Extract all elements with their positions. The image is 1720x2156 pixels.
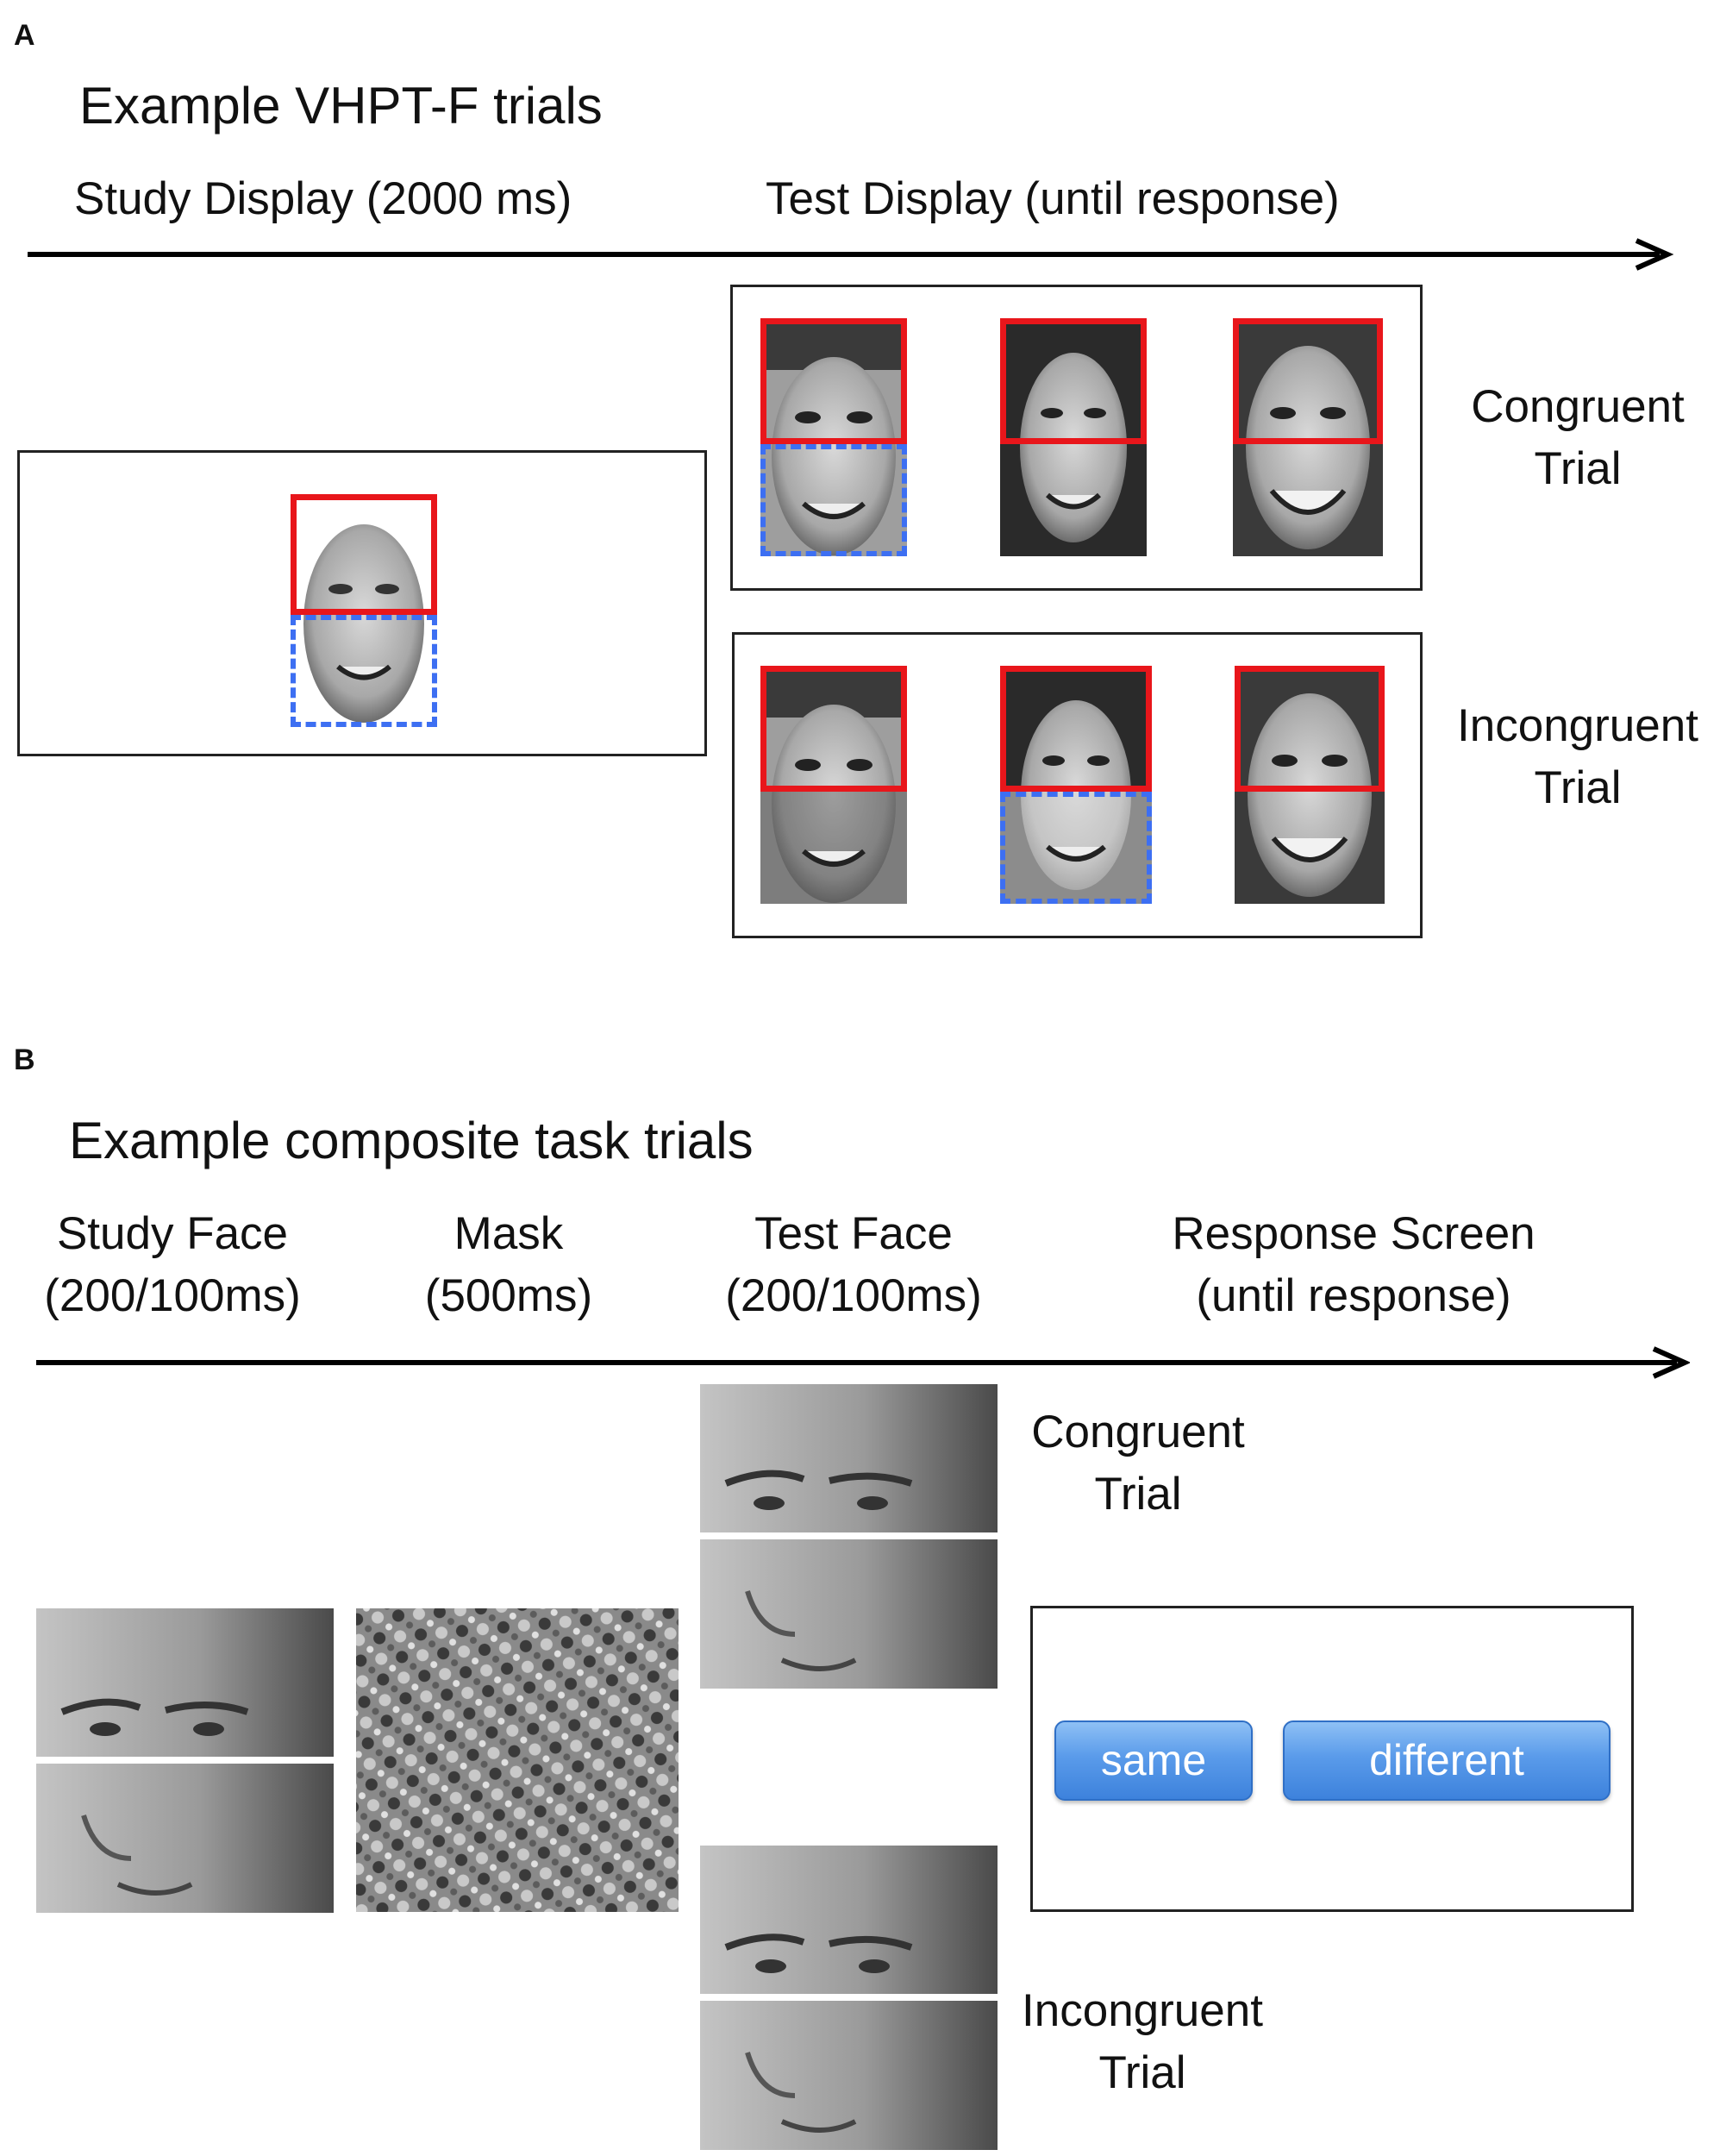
face-photo-icon (1000, 666, 1152, 904)
panel-a-title: Example VHPT-F trials (79, 77, 603, 135)
attended-top-half (760, 666, 907, 792)
face-photo-icon (760, 318, 907, 556)
stage-line2: (500ms) (424, 1270, 593, 1321)
trial-word: Trial (1534, 443, 1622, 494)
study-face-composite (36, 1608, 334, 1913)
incongruent-word: Incongruent (1457, 700, 1698, 751)
stage-line1: Study Face (56, 1208, 289, 1259)
test-face-incongruent (700, 1846, 998, 2150)
mask-noise-image (356, 1608, 679, 1912)
panel-b-title: Example composite task trials (69, 1112, 754, 1169)
study-display-label: Study Display (2000 ms) (74, 173, 572, 224)
stage-line2: (200/100ms) (725, 1270, 982, 1321)
stage-study-face: Study Face (200/100ms) (17, 1203, 328, 1327)
test-face-congruent (700, 1384, 998, 1689)
response-screen-box: same different (1030, 1606, 1634, 1912)
test-face-3 (1233, 318, 1383, 556)
trial-word: Trial (1098, 2047, 1186, 2098)
face-photo-icon (1235, 666, 1385, 904)
incongruent-trial-label-b: Incongruent Trial (1009, 1980, 1276, 2104)
congruent-trial-label-b: Congruent Trial (1009, 1401, 1267, 1526)
study-display-box (17, 450, 707, 756)
test-face-2 (1000, 318, 1147, 556)
congruent-word: Congruent (1471, 381, 1685, 432)
panel-a-letter: A (14, 19, 35, 52)
incongruent-trial-box (732, 632, 1423, 938)
test-face-1 (760, 318, 907, 556)
unattended-bottom-half (760, 444, 907, 556)
attended-top-half (1233, 318, 1383, 444)
different-button[interactable]: different (1283, 1720, 1611, 1801)
stage-test-face: Test Face (200/100ms) (698, 1203, 1009, 1327)
mask-noise-icon (356, 1608, 679, 1912)
stage-line1: Test Face (754, 1208, 953, 1259)
test-display-label: Test Display (until response) (766, 173, 1340, 224)
face-photo-icon (36, 1608, 334, 1913)
congruent-trial-box (730, 285, 1423, 591)
stage-response-screen: Response Screen (until response) (1121, 1203, 1586, 1327)
stage-line2: (until response) (1196, 1270, 1511, 1321)
incongruent-trial-label-a: Incongruent Trial (1431, 695, 1720, 819)
attended-top-half (760, 318, 907, 444)
congruent-word: Congruent (1031, 1407, 1245, 1457)
attended-top-half (291, 494, 437, 615)
unattended-bottom-half (1000, 792, 1152, 904)
unattended-bottom-half (291, 615, 437, 727)
study-composite-face (291, 494, 437, 727)
attended-top-half (1000, 318, 1147, 444)
face-photo-icon (700, 1846, 998, 2150)
face-photo-icon (760, 666, 907, 904)
stage-mask: Mask (500ms) (379, 1203, 638, 1327)
face-photo-icon (1233, 318, 1383, 556)
congruent-trial-label-a: Congruent Trial (1431, 376, 1720, 500)
same-button[interactable]: same (1054, 1720, 1253, 1801)
attended-top-half (1235, 666, 1385, 792)
incongruent-word: Incongruent (1022, 1985, 1263, 2036)
timeline-arrow-b (36, 1346, 1690, 1379)
test-face-2 (1000, 666, 1152, 904)
panel-b-letter: B (14, 1044, 35, 1076)
stage-line1: Response Screen (1172, 1208, 1535, 1259)
test-face-3 (1235, 666, 1385, 904)
trial-word: Trial (1094, 1469, 1182, 1520)
face-photo-icon (700, 1384, 998, 1689)
trial-word: Trial (1534, 762, 1622, 813)
stage-line1: Mask (453, 1208, 564, 1259)
stage-line2: (200/100ms) (44, 1270, 301, 1321)
timeline-arrow-a (28, 238, 1674, 271)
face-photo-icon (1000, 318, 1147, 556)
attended-top-half (1000, 666, 1152, 792)
test-face-1 (760, 666, 907, 904)
